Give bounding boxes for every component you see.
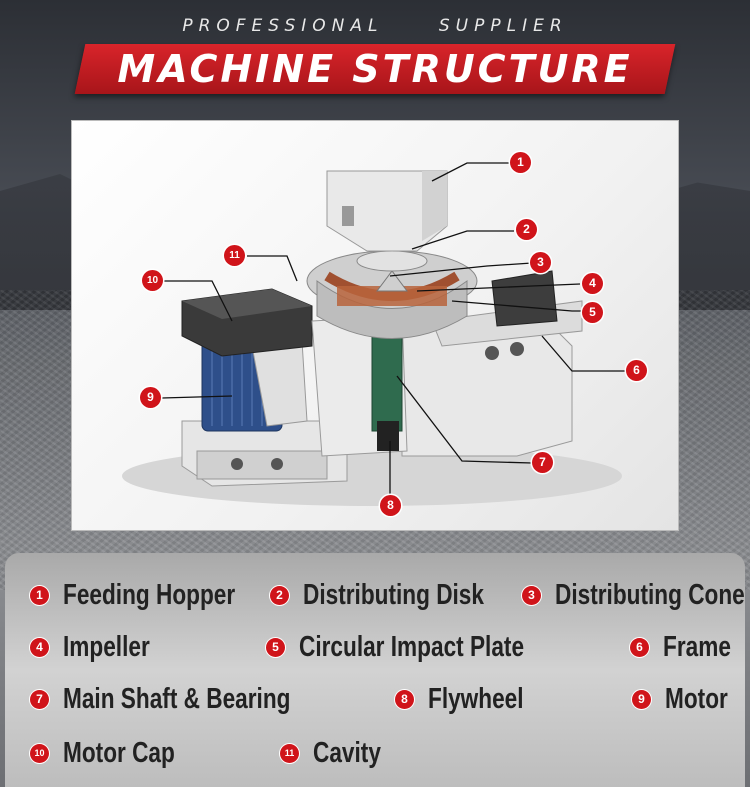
page-title: MACHINE STRUCTURE: [117, 47, 633, 91]
frame-right: [401, 325, 573, 457]
legend-item: 10 Motor Cap: [30, 733, 206, 773]
legend-label: Motor Cap: [63, 736, 175, 769]
callout-1: 1: [510, 152, 531, 173]
legend-item: 1 Feeding Hopper: [30, 575, 284, 615]
legend-num: 11: [280, 743, 299, 763]
legend-num: 9: [632, 689, 651, 709]
callout-2: 2: [516, 219, 537, 240]
callout-3: 3: [530, 252, 551, 273]
callout-5: 5: [582, 302, 603, 323]
legend-label: Cavity: [313, 736, 381, 769]
legend-item: 4 Impeller: [30, 627, 174, 667]
legend-label: Feeding Hopper: [63, 578, 236, 611]
legend-item: 3 Distributing Cone: [522, 575, 750, 615]
header-subtitle: PROFESSIONAL SUPPLIER: [0, 16, 750, 36]
diagram-panel: 1 2 3 4 5 6 7 8 9 10 11: [72, 121, 678, 530]
legend-label: Main Shaft & Bearing: [63, 682, 291, 715]
callout-6: 6: [626, 360, 647, 381]
legend-item: 9 Motor: [632, 679, 746, 719]
legend-num: 8: [395, 689, 414, 709]
motor-cap-top: [182, 289, 312, 319]
legend-item: 5 Circular Impact Plate: [266, 627, 588, 667]
legend-num: 10: [30, 743, 49, 763]
legend-num: 2: [270, 585, 289, 605]
legend-panel: 1 Feeding Hopper 2 Distributing Disk 3 D…: [5, 553, 745, 787]
legend-label: Motor: [665, 682, 728, 715]
legend-label: Distributing Disk: [303, 578, 484, 611]
legend-item: 6 Frame: [630, 627, 750, 667]
legend-label: Circular Impact Plate: [299, 630, 525, 663]
callout-4: 4: [582, 273, 603, 294]
callout-9: 9: [140, 387, 161, 408]
legend-num: 4: [30, 637, 49, 657]
legend-item: 2 Distributing Disk: [270, 575, 535, 615]
legend-label: Frame: [663, 630, 731, 663]
base-hole: [271, 458, 283, 470]
legend-item: 11 Cavity: [280, 733, 400, 773]
callout-7: 7: [532, 452, 553, 473]
legend-num: 3: [522, 585, 541, 605]
callout-11: 11: [224, 245, 245, 266]
base-hole: [231, 458, 243, 470]
distributing-disk: [356, 250, 428, 272]
main-shaft: [371, 320, 403, 432]
callout-8: 8: [380, 495, 401, 516]
legend-num: 6: [630, 637, 649, 657]
base-rail: [196, 450, 328, 480]
legend-label: Distributing Cone: [555, 578, 745, 611]
legend-label: Flywheel: [428, 682, 524, 715]
legend-num: 1: [30, 585, 49, 605]
distributing-cone: [376, 270, 408, 292]
flywheel: [377, 421, 399, 451]
machine-illustration: [122, 162, 627, 506]
legend-num: 5: [266, 637, 285, 657]
callout-10: 10: [142, 270, 163, 291]
legend-item: 8 Flywheel: [395, 679, 551, 719]
subtitle-left: PROFESSIONAL: [182, 16, 384, 36]
legend-item: 7 Main Shaft & Bearing: [30, 679, 355, 719]
legend-label: Impeller: [63, 630, 150, 663]
subtitle-right: SUPPLIER: [438, 16, 568, 36]
leader-lines: [161, 162, 627, 501]
legend-num: 7: [30, 689, 49, 709]
right-motor-cap: [491, 270, 558, 327]
